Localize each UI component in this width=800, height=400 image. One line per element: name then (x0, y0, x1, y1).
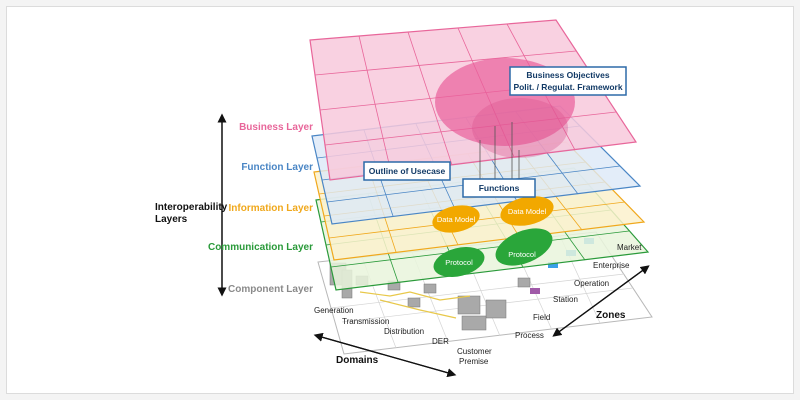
domain-customer-line1: Customer (457, 347, 492, 356)
domain-labels: Generation Transmission Distribution DER… (314, 306, 492, 366)
callout-business-line1: Business Objectives (526, 70, 609, 80)
callout-outline-of-usecase: Outline of Usecase (363, 161, 451, 181)
domain-distribution: Distribution (384, 327, 424, 336)
zone-process: Process (515, 331, 544, 340)
oval-data-model-2-label: Data Model (508, 207, 547, 216)
oval-protocol-2: Protocol (495, 228, 553, 266)
domain-customer-line2: Premise (459, 357, 489, 366)
zone-market: Market (617, 243, 642, 252)
callout-usecase-label: Outline of Usecase (369, 166, 446, 176)
zone-field: Field (533, 313, 550, 322)
callout-business-objectives: Business Objectives Polit. / Regulat. Fr… (509, 66, 627, 96)
zone-station: Station (553, 295, 578, 304)
callout-functions: Functions (462, 178, 536, 198)
oval-data-model-1-label: Data Model (437, 215, 476, 224)
interoperability-label-line2: Layers (155, 214, 188, 225)
zone-labels: Market Enterprise Operation Station Fiel… (515, 243, 642, 340)
callout-functions-label: Functions (479, 183, 520, 193)
layer-label-component: Component Layer (228, 284, 313, 295)
layer-label-business: Business Layer (239, 122, 313, 133)
domain-transmission: Transmission (342, 317, 389, 326)
oval-data-model-1: Data Model (432, 205, 480, 233)
callout-business-line2: Polit. / Regulat. Framework (513, 82, 622, 92)
oval-protocol-1-label: Protocol (445, 258, 473, 267)
domain-der: DER (432, 337, 449, 346)
business-plane (309, 19, 638, 181)
zones-label: Zones (596, 310, 626, 321)
interoperability-label-line1: Interoperability (155, 202, 228, 213)
layer-label-information: Information Layer (229, 203, 314, 214)
oval-protocol-1: Protocol (433, 247, 485, 277)
zones-axis: Zones (552, 265, 650, 337)
zone-enterprise: Enterprise (593, 261, 630, 270)
oval-protocol-2-label: Protocol (508, 250, 536, 259)
zone-operation: Operation (574, 279, 609, 288)
domain-generation: Generation (314, 306, 354, 315)
layer-label-function: Function Layer (241, 162, 313, 173)
layer-label-communication: Communication Layer (208, 242, 313, 253)
domains-label: Domains (336, 355, 379, 366)
oval-data-model-2: Data Model (500, 196, 554, 226)
domains-axis: Domains (313, 332, 457, 378)
interoperability-axis: Interoperability Layers (155, 113, 228, 297)
